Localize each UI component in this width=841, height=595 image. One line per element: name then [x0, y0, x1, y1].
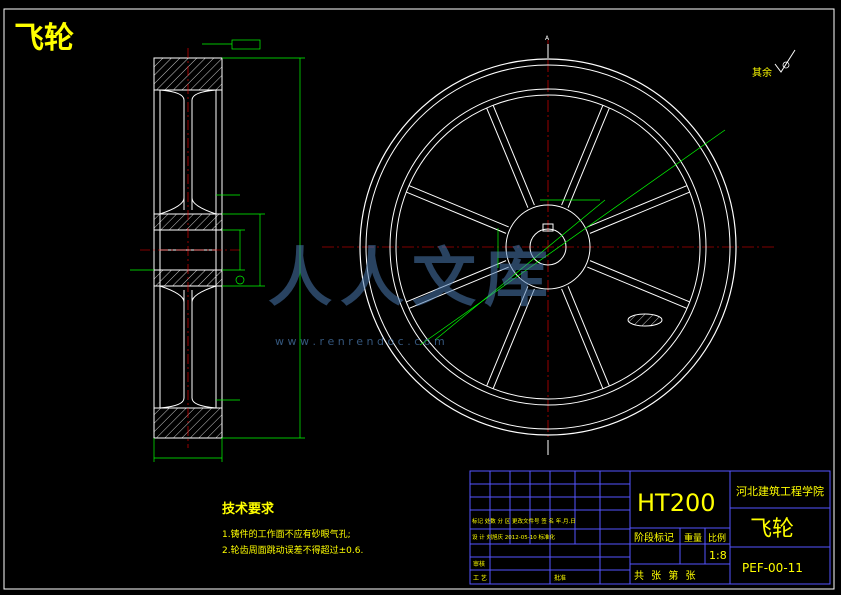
- spoke-edge: [589, 260, 690, 303]
- section-mark-top: A: [545, 35, 550, 42]
- hub-bore: [529, 228, 567, 266]
- part-name: 飞轮: [750, 517, 794, 542]
- roughness-symbol: [774, 49, 796, 73]
- rim-inner: [389, 88, 707, 406]
- spoke-edge: [406, 260, 507, 303]
- spoke-edge: [408, 185, 509, 228]
- spoke-edge: [589, 191, 690, 234]
- tech-req-item-1: 1.铸件的工作面不应有砂眼气孔;: [222, 528, 351, 540]
- spoke-edge: [567, 107, 610, 208]
- spoke-section: [627, 313, 663, 327]
- stage-label: 阶段标记: [634, 531, 674, 544]
- spoke-edge: [492, 105, 535, 206]
- spoke-edge: [561, 288, 604, 389]
- weight-label: 重量: [684, 532, 702, 544]
- spokes: [406, 105, 690, 389]
- tech-req-item-2: 2.轮齿周面跳动误差不得超过±0.6.: [222, 544, 363, 556]
- material-label: HT200: [637, 489, 716, 517]
- hub-outer: [505, 204, 591, 290]
- drawing-frame: [3, 8, 835, 590]
- spoke-edge: [587, 185, 688, 228]
- design-row: 设 计 刘旭庆 2012-05-10 标准化: [472, 533, 555, 541]
- approve-label: 批准: [554, 574, 566, 582]
- keyway: [542, 223, 554, 232]
- front-view: A: [322, 35, 775, 455]
- drawing-number: PEF-00-11: [742, 561, 803, 575]
- rim-outer: [359, 58, 737, 436]
- diameter-dim: [419, 129, 726, 346]
- spoke-edge: [406, 191, 507, 234]
- spoke-edge: [492, 288, 535, 389]
- hub-dim: [434, 199, 606, 341]
- school-name: 河北建筑工程学院: [736, 484, 824, 498]
- spoke-edge: [587, 266, 688, 309]
- spoke-edge: [561, 105, 604, 206]
- watermark-logo: 人人文库: [268, 242, 556, 316]
- roughness-note: 其余: [752, 66, 772, 79]
- tech-req-title: 技术要求: [222, 501, 275, 517]
- rim-inner-2: [395, 94, 701, 400]
- revision-row: 标记 处数 分 区 更改文件号 签 名 年.月.日: [472, 517, 576, 525]
- watermark-url: w w w . r e n r e n d o c . c o m: [275, 335, 445, 348]
- spoke-edge: [486, 107, 529, 208]
- scale-label: 比例: [708, 532, 726, 544]
- section-dimensions: [130, 39, 305, 462]
- spoke-edge: [486, 286, 529, 387]
- title-block: [469, 470, 831, 585]
- review-label: 审核: [473, 560, 485, 568]
- spoke-edge: [567, 286, 610, 387]
- drawing-title: 飞轮: [14, 21, 74, 56]
- rim-outer-2: [365, 64, 731, 430]
- scale-value: 1:8: [709, 549, 727, 562]
- process-label: 工 艺: [473, 574, 487, 582]
- spoke-edge: [408, 266, 509, 309]
- sheets-label: 共 张 第 张: [634, 569, 698, 582]
